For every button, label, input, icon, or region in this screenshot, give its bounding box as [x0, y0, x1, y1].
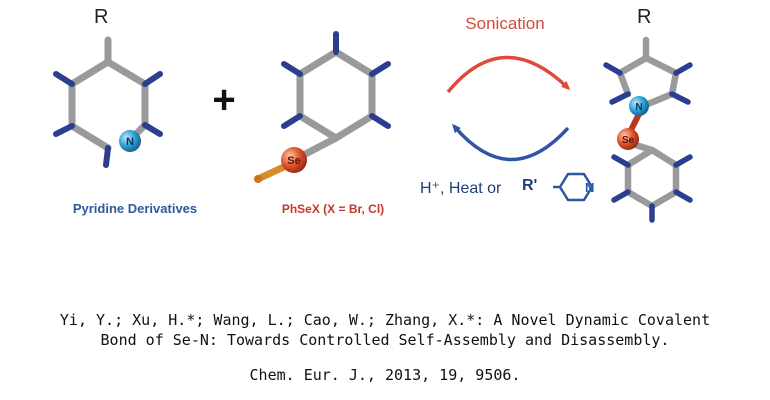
- product-nitrogen-atom: [629, 96, 649, 116]
- sonication-label: Sonication: [465, 14, 545, 33]
- halogen-atom: [254, 175, 262, 183]
- plus-sign: +: [212, 78, 235, 122]
- nitrogen-atom-label: N: [126, 136, 134, 148]
- reverse-arrow: [452, 123, 570, 162]
- citation-journal: Chem. Eur. J., 2013, 19, 9506.: [249, 366, 521, 384]
- reverse-condition-label: H⁺, Heat or: [420, 180, 502, 197]
- selenium-atom: [281, 147, 307, 173]
- phsex-label: PhSeX (X = Br, Cl): [281, 202, 385, 216]
- nitrogen-atom: [119, 130, 141, 152]
- product-selenium-label: Se: [622, 135, 635, 146]
- pyridine-molecule: N: [53, 36, 163, 168]
- r-prime-label: R': [522, 177, 538, 194]
- product-selenium-atom: [617, 128, 639, 150]
- citation-authors-title: Yi, Y.; Xu, H.*; Wang, L.; Cao, W.; Zhan…: [59, 311, 711, 329]
- r-prime-pyridine-N: N: [585, 180, 594, 195]
- forward-arrow: [446, 55, 571, 94]
- citation-title-continued: Bond of Se-N: Towards Controlled Self-As…: [100, 331, 670, 349]
- product-nitrogen-label: N: [635, 102, 642, 113]
- reactant-r-label: R: [94, 6, 109, 28]
- r-prime-pyridine: [553, 172, 594, 202]
- reaction-scheme: N + Se N: [53, 31, 693, 223]
- pyridine-derivatives-label: Pyridine Derivatives: [72, 201, 198, 216]
- selenium-atom-label: Se: [287, 155, 300, 167]
- product-r-label: R: [637, 6, 652, 28]
- product-molecule: N Se: [603, 36, 693, 223]
- phsex-molecule: Se: [254, 31, 391, 183]
